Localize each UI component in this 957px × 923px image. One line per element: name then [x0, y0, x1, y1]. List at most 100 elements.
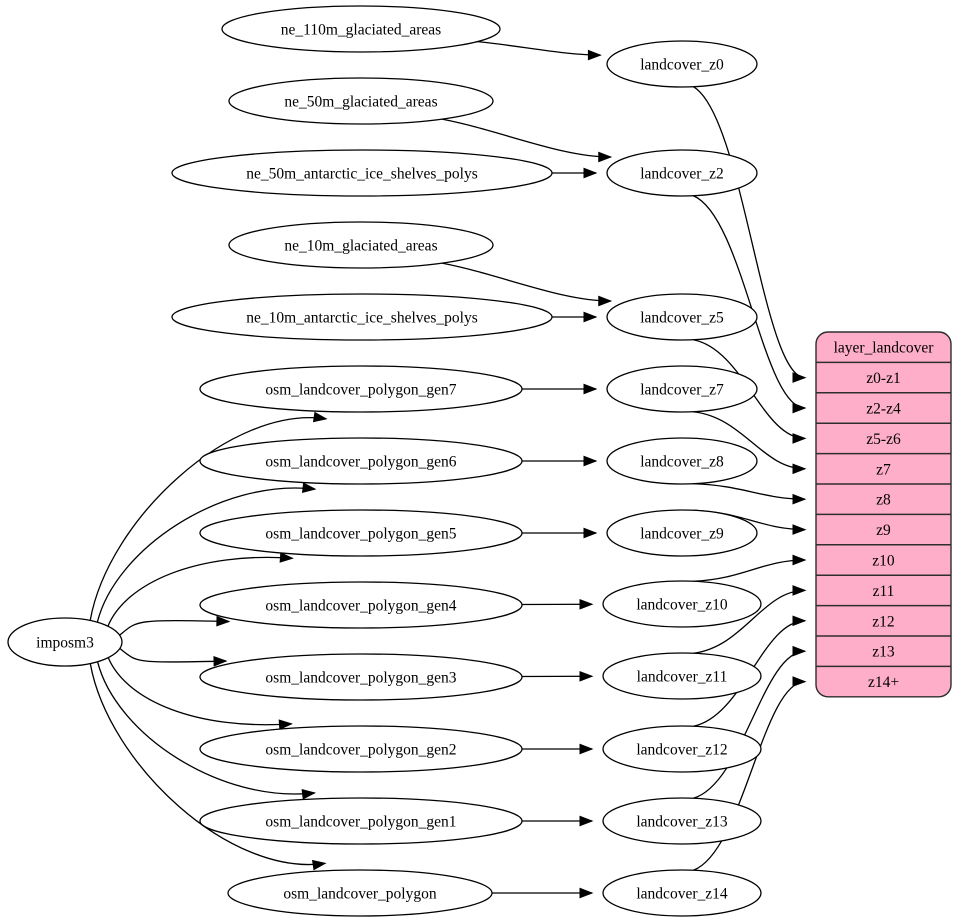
nodes-layer: imposm3 ne_110m_glaciated_areas ne_50m_gla… — [7, 5, 762, 917]
edge-arrowhead — [598, 295, 613, 307]
edge-arrowhead — [579, 598, 594, 610]
node-landcover_z5[interactable]: landcover_z5 — [606, 293, 758, 341]
node-osm_landcover_polygon_gen3[interactable]: osm_landcover_polygon_gen3 — [199, 653, 523, 701]
edge-arrowhead — [792, 402, 807, 414]
node-ne_10m_glaciated_areas[interactable]: ne_10m_glaciated_areas — [228, 221, 494, 269]
node-label: landcover_z12 — [636, 742, 727, 759]
edge-arrowhead — [792, 645, 807, 657]
edge-arrowhead — [598, 151, 613, 163]
node-ne_50m_glaciated_areas[interactable]: ne_50m_glaciated_areas — [228, 77, 494, 125]
node-ellipse — [602, 725, 762, 773]
node-label: osm_landcover_polygon_gen6 — [265, 454, 456, 471]
node-landcover_z10[interactable]: landcover_z10 — [602, 580, 762, 628]
node-ellipse — [227, 869, 493, 917]
node-landcover_z8[interactable]: landcover_z8 — [606, 437, 758, 485]
node-landcover_z12[interactable]: landcover_z12 — [602, 725, 762, 773]
node-label: ne_110m_glaciated_areas — [281, 22, 441, 39]
node-ellipse — [602, 869, 762, 917]
node-landcover_z11[interactable]: landcover_z11 — [602, 652, 762, 700]
node-ellipse — [7, 617, 123, 667]
table-row-label: z9 — [876, 522, 891, 539]
edge-arrowhead — [792, 615, 807, 627]
node-label: landcover_z0 — [640, 57, 724, 74]
node-osm_landcover_polygon_gen7[interactable]: osm_landcover_polygon_gen7 — [199, 365, 523, 413]
node-label: landcover_z8 — [640, 454, 724, 471]
table-header-label: layer_landcover — [834, 340, 935, 357]
table-row-label: z12 — [872, 613, 894, 630]
layer-landcover-table: layer_landcoverz0-z1z2-z4z5-z6z7z8z9z10z… — [815, 331, 952, 698]
edge-arrowhead — [579, 743, 594, 755]
table-row-label: z13 — [872, 644, 895, 661]
table-row-label: z7 — [876, 461, 891, 478]
node-ellipse — [221, 5, 501, 53]
edge-arrowhead — [301, 482, 317, 494]
node-label: ne_50m_glaciated_areas — [284, 94, 437, 111]
table-row-label: z10 — [872, 553, 895, 570]
edge-arrowhead — [792, 676, 807, 687]
node-osm_landcover_polygon_gen4[interactable]: osm_landcover_polygon_gen4 — [199, 581, 523, 629]
edge-arrowhead — [587, 49, 602, 61]
edge-arrowhead — [583, 311, 598, 323]
node-ellipse — [606, 509, 758, 557]
edge-source-to-table — [96, 487, 316, 623]
node-landcover_z2[interactable]: landcover_z2 — [606, 149, 758, 197]
node-ellipse — [602, 797, 762, 845]
node-label: landcover_z13 — [636, 814, 727, 831]
node-label: osm_landcover_polygon_gen7 — [265, 382, 456, 399]
node-landcover_z7[interactable]: landcover_z7 — [606, 365, 758, 413]
node-landcover_z0[interactable]: landcover_z0 — [606, 40, 758, 88]
node-osm_landcover_polygon_gen5[interactable]: osm_landcover_polygon_gen5 — [199, 509, 523, 557]
edge-node-to-node — [441, 118, 611, 158]
table-row-label: z14+ — [868, 674, 899, 691]
node-ellipse — [199, 509, 523, 557]
edge-arrowhead — [213, 655, 228, 667]
edge-source-to-table — [96, 661, 315, 795]
node-label: osm_landcover_polygon_gen5 — [265, 526, 456, 543]
node-label: landcover_z14 — [636, 886, 727, 903]
node-ellipse — [199, 437, 523, 485]
edge-arrowhead — [579, 670, 594, 682]
node-ellipse — [171, 149, 553, 197]
edge-source-to-table — [89, 663, 326, 866]
node-ne_10m_antarctic_ice_shelves_polys[interactable]: ne_10m_antarctic_ice_shelves_polys — [171, 293, 553, 341]
node-osm_landcover_polygon_gen6[interactable]: osm_landcover_polygon_gen6 — [199, 437, 523, 485]
node-osm_landcover_polygon[interactable]: osm_landcover_polygon — [227, 869, 493, 917]
table-row-label: z11 — [873, 583, 895, 600]
node-label: landcover_z2 — [640, 166, 724, 183]
table-row-label: z0-z1 — [866, 370, 900, 387]
edge-arrowhead — [312, 411, 328, 423]
node-imposm3[interactable]: imposm3 — [7, 617, 123, 667]
node-ellipse — [199, 365, 523, 413]
node-ne_50m_antarctic_ice_shelves_polys[interactable]: ne_50m_antarctic_ice_shelves_polys — [171, 149, 553, 197]
node-label: osm_landcover_polygon — [283, 886, 437, 903]
node-label: landcover_z7 — [640, 382, 724, 399]
node-osm_landcover_polygon_gen2[interactable]: osm_landcover_polygon_gen2 — [199, 725, 523, 773]
edge-source-to-table — [107, 556, 293, 627]
edge-arrowhead — [301, 789, 316, 800]
node-landcover_z13[interactable]: landcover_z13 — [602, 797, 762, 845]
node-label: osm_landcover_polygon_gen3 — [265, 670, 456, 687]
edge-node-to-node — [477, 41, 601, 56]
edge-arrowhead — [792, 463, 807, 475]
edge-to-table-row — [693, 411, 806, 470]
node-landcover_z14[interactable]: landcover_z14 — [602, 869, 762, 917]
edge-arrowhead — [216, 615, 231, 627]
node-label: ne_10m_glaciated_areas — [284, 238, 437, 255]
node-osm_landcover_polygon_gen1[interactable]: osm_landcover_polygon_gen1 — [199, 797, 523, 845]
node-landcover_z9[interactable]: landcover_z9 — [606, 509, 758, 557]
edge-arrowhead — [792, 554, 807, 566]
edge-to-table-row — [693, 86, 806, 379]
node-ellipse — [606, 293, 758, 341]
edge-arrowhead — [279, 552, 294, 563]
edge-arrowhead — [583, 383, 598, 395]
node-label: imposm3 — [36, 635, 94, 652]
node-ne_110m_glaciated_areas[interactable]: ne_110m_glaciated_areas — [221, 5, 501, 53]
edge-arrowhead — [278, 719, 293, 731]
edge-arrowhead — [792, 493, 807, 505]
edge-source-to-table — [89, 417, 327, 621]
node-ellipse — [602, 652, 762, 700]
node-ellipse — [199, 653, 523, 701]
node-ellipse — [171, 293, 553, 341]
table-row-label: z8 — [876, 492, 891, 509]
